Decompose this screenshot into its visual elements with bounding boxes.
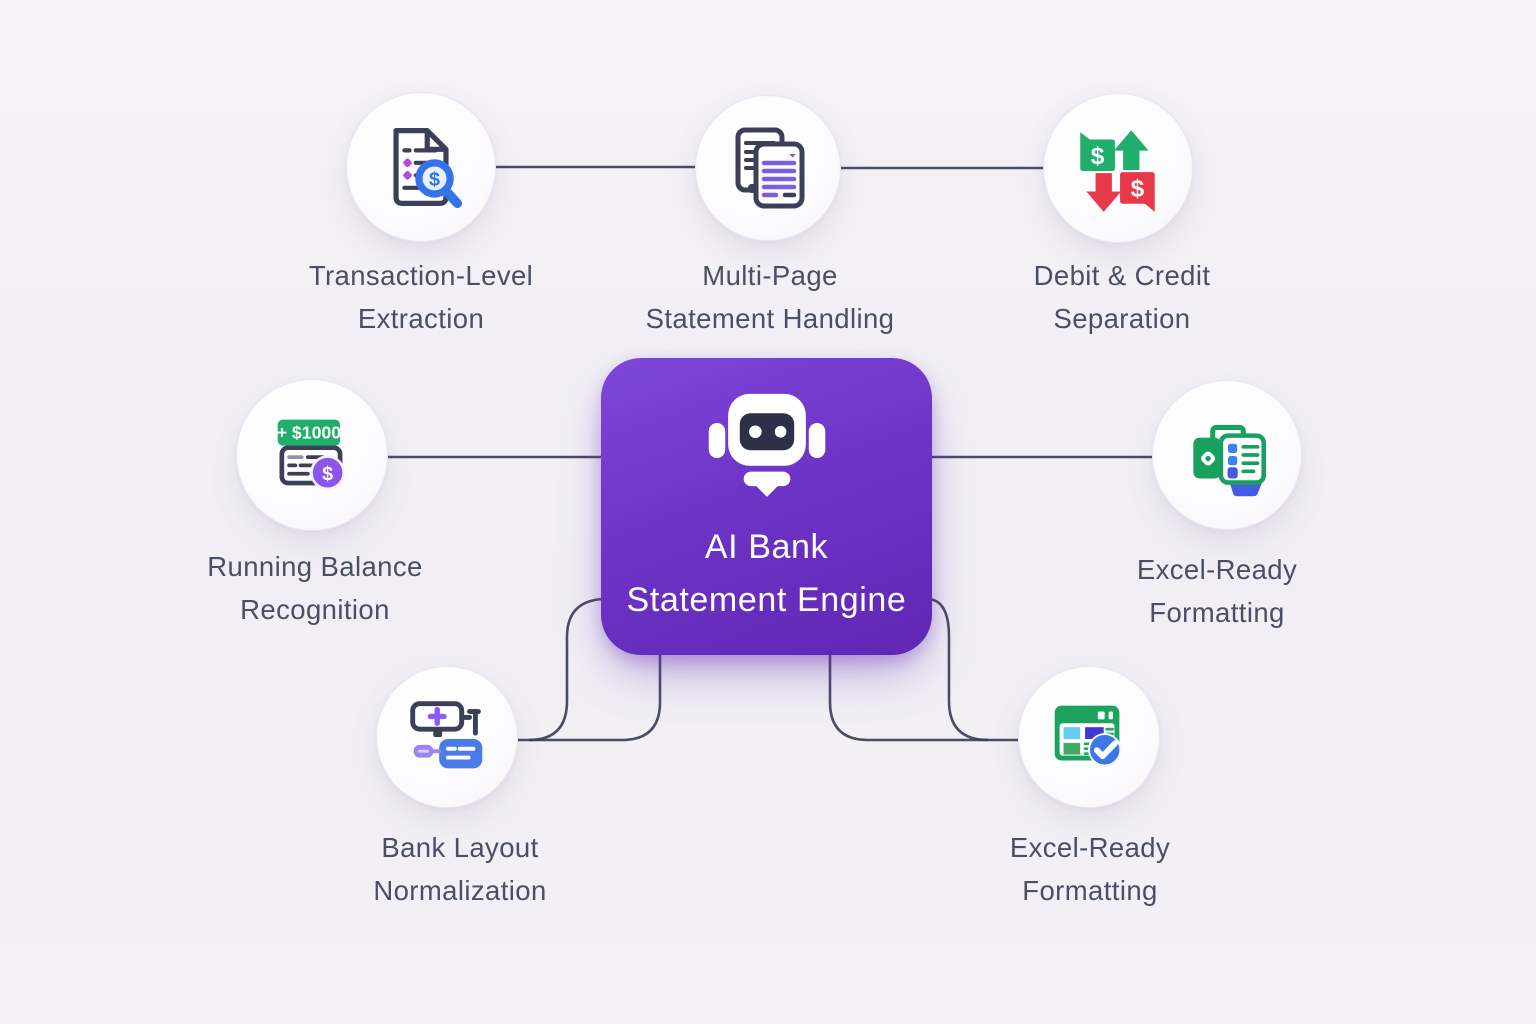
document-magnifier-dollar-icon: $ xyxy=(393,128,463,209)
spreadsheet-card-icon xyxy=(1193,424,1267,497)
label-line: Normalization xyxy=(373,875,547,906)
label-line: Extraction xyxy=(357,303,485,334)
label-line: Separation xyxy=(1053,303,1191,334)
balance-badge-dollar-icon: + $1000 $ xyxy=(277,419,346,491)
badge-amount: + $1000 xyxy=(277,422,342,442)
label-debit-credit-separation: Debit & Credit Separation xyxy=(922,254,1322,340)
robot-icon xyxy=(708,393,825,497)
dollar-glyph: $ xyxy=(1131,176,1145,203)
label-excel-ready-formatting-right: Excel-Ready Formatting xyxy=(1017,548,1417,634)
center-engine-card: AI Bank Statement Engine xyxy=(601,358,932,655)
table-check-icon xyxy=(1054,705,1122,767)
label-excel-ready-formatting-bottom: Excel-Ready Formatting xyxy=(890,826,1290,912)
label-bank-layout-normalization: Bank Layout Normalization xyxy=(260,826,660,912)
label-line: Recognition xyxy=(240,594,390,625)
node-excel-ready-formatting-bottom xyxy=(1018,666,1160,808)
label-line: Excel-Ready xyxy=(1009,832,1171,863)
label-line: Statement Handling xyxy=(645,303,895,334)
node-debit-credit-separation: $ $ xyxy=(1043,93,1193,243)
label-line: Formatting xyxy=(1022,875,1158,906)
label-multi-page-statement-handling: Multi-Page Statement Handling xyxy=(570,254,970,340)
label-line: Debit & Credit xyxy=(1033,260,1211,291)
label-transaction-level-extraction: Transaction-Level Extraction xyxy=(221,254,621,340)
center-title-line-1: AI Bank xyxy=(704,528,829,566)
node-excel-ready-formatting-right xyxy=(1152,380,1302,530)
node-multi-page-statement-handling xyxy=(695,95,841,241)
label-line: Multi-Page xyxy=(702,260,838,291)
layout-blocks-icon xyxy=(410,701,483,769)
label-line: Transaction-Level xyxy=(308,260,534,291)
dollar-up-down-arrows-icon: $ $ xyxy=(1080,130,1155,212)
node-bank-layout-normalization xyxy=(376,666,518,808)
label-line: Bank Layout xyxy=(381,832,539,863)
label-line: Excel-Ready xyxy=(1136,554,1298,585)
dollar-glyph: $ xyxy=(429,169,440,191)
label-line: Formatting xyxy=(1149,597,1285,628)
label-running-balance-recognition: Running Balance Recognition xyxy=(115,545,515,631)
stacked-documents-icon xyxy=(735,127,805,209)
center-title: AI Bank Statement Engine xyxy=(601,521,932,627)
center-title-line-2: Statement Engine xyxy=(626,581,907,619)
label-line: Running Balance xyxy=(207,551,423,582)
dollar-glyph: $ xyxy=(322,463,333,485)
dollar-glyph: $ xyxy=(1091,143,1105,170)
node-running-balance-recognition: + $1000 $ xyxy=(236,379,388,531)
node-transaction-level-extraction: $ xyxy=(346,92,496,242)
